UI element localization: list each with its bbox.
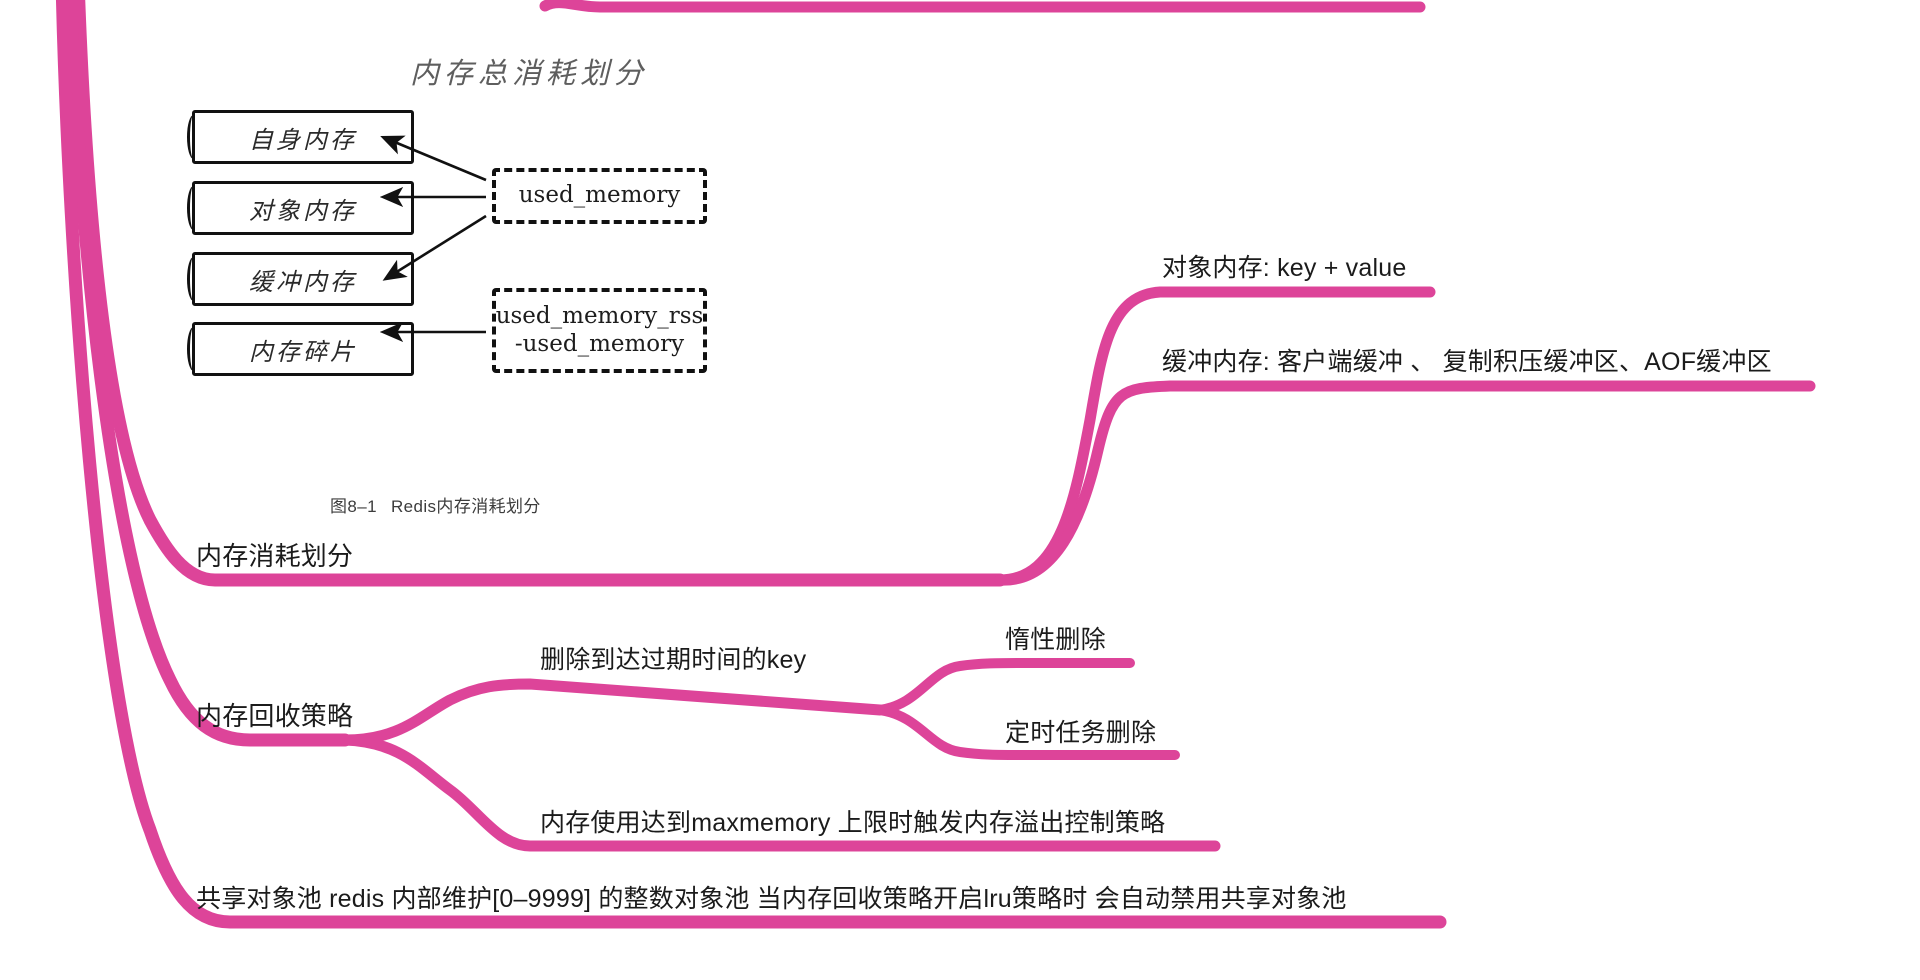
figure-arrow-to-self-memory <box>380 135 487 182</box>
figure-box-label: 对象内存 <box>249 196 357 225</box>
figure-box-label: 内存碎片 <box>249 337 357 366</box>
figure-dashbox-line: used_memory_rss <box>495 303 704 330</box>
figure-box-buffer-memory: 缓冲内存 <box>187 252 414 306</box>
branch-line-lazy-delete <box>875 658 1135 715</box>
figure-title: 内存总消耗划分 <box>410 56 649 90</box>
figure-dashbox-line: used_memory <box>518 182 681 209</box>
embedded-figure-redis-memory: 内存总消耗划分 自身内存 对象内存 缓冲内存 内存碎片 used_memory … <box>180 40 880 530</box>
branch-line-object-memory <box>994 286 1436 586</box>
figure-caption: 图8–1 Redis内存消耗划分 <box>330 492 541 517</box>
node-object-memory[interactable]: 对象内存: key + value <box>1162 254 1407 282</box>
node-delete-expired-key[interactable]: 删除到达过期时间的key <box>540 646 807 674</box>
figure-dashbox-used-memory-rss: used_memory_rss -used_memory <box>492 288 707 373</box>
figure-dashbox-used-memory: used_memory <box>492 168 707 224</box>
node-lazy-delete[interactable]: 惰性删除 <box>1005 626 1106 654</box>
figure-dashbox-line: -used_memory <box>514 330 685 357</box>
node-scheduled-task-delete[interactable]: 定时任务删除 <box>1005 719 1157 747</box>
figure-box-self-memory: 自身内存 <box>187 110 414 164</box>
figure-arrow-to-buffer-memory <box>382 214 487 281</box>
figure-caption-text: Redis内存消耗划分 <box>390 497 541 516</box>
node-memory-consumption[interactable]: 内存消耗划分 <box>196 541 354 571</box>
node-shared-object-pool[interactable]: 共享对象池 redis 内部维护[0–9999] 的整数对象池 当内存回收策略开… <box>196 885 1347 913</box>
figure-caption-number: 图8–1 <box>330 497 377 516</box>
node-buffer-memory[interactable]: 缓冲内存: 客户端缓冲 、 复制积压缓冲区、AOF缓冲区 <box>1162 348 1772 376</box>
branch-line-buffer-memory <box>994 380 1816 586</box>
branch-line-top-stub <box>539 0 1426 13</box>
node-maxmemory-overflow[interactable]: 内存使用达到maxmemory 上限时触发内存溢出控制策略 <box>540 809 1166 837</box>
figure-arrows <box>379 135 487 343</box>
node-memory-reclaim-policy[interactable]: 内存回收策略 <box>196 701 354 731</box>
figure-box-label: 缓冲内存 <box>249 267 357 296</box>
figure-box-object-memory: 对象内存 <box>187 181 414 235</box>
figure-box-label: 自身内存 <box>249 125 357 154</box>
figure-box-memory-fragment: 内存碎片 <box>187 322 414 376</box>
branch-line-delete-expired-key <box>339 678 886 746</box>
